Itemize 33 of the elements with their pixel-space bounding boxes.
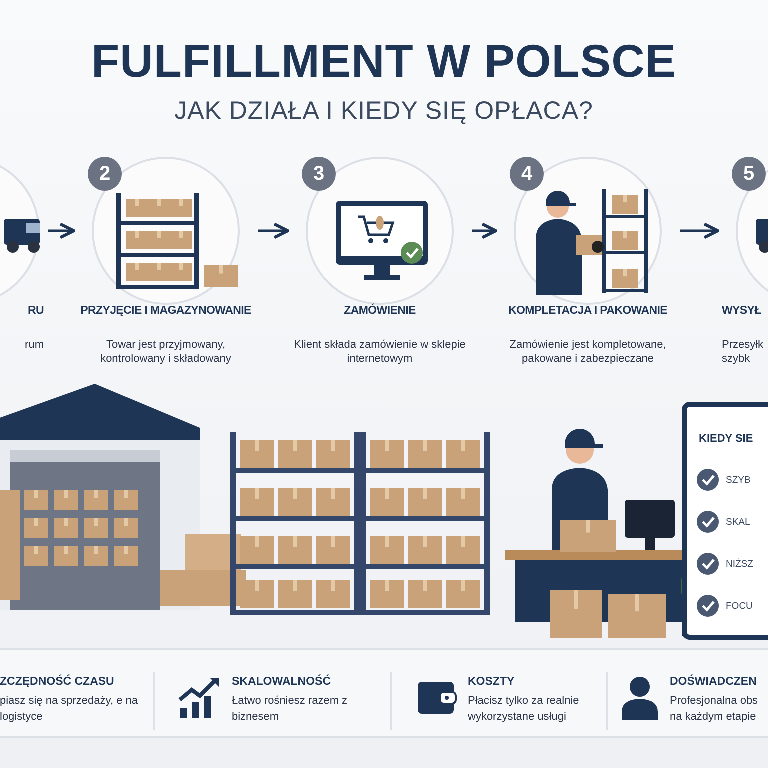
arrow: [48, 222, 76, 240]
arrow: [680, 222, 720, 240]
checklist-item: NIŻSZ: [726, 558, 754, 570]
step-title: RU: [26, 305, 44, 319]
clipboard-heading: KIEDY SIE: [699, 433, 754, 445]
step-title: KOMPLETACJA I PAKOWANIE: [507, 305, 668, 319]
benefit-title: ZCZĘDNOŚĆ CZASU: [0, 676, 116, 688]
step-description: Klient składa zamówienie w sklepie internetowym: [293, 338, 467, 367]
step-description: rum: [24, 338, 44, 352]
checklist-item: FOCU: [726, 600, 753, 612]
step-number: 2: [88, 157, 122, 191]
step-title: PRZYJĘCIE I MAGAZYNOWANIE: [80, 305, 252, 319]
step-description: Towar jest przyjmowany, kontrolowany i składowany: [100, 338, 232, 367]
step-number: 4: [510, 157, 544, 191]
benefit-title: SKALOWALNOŚĆ: [232, 676, 332, 688]
checklist-item: SKAL: [726, 516, 750, 528]
benefit-description: Łatwo rośniesz razem z biznesem: [232, 694, 349, 725]
benefit-title: KOSZTY: [468, 676, 516, 688]
arrow: [472, 222, 498, 240]
benefit-title: DOŚWIADCZEN: [670, 676, 758, 688]
step-number: 5: [732, 157, 766, 191]
benefit-description: piasz się na sprzedaży, e na logistyce: [0, 694, 139, 725]
arrow: [258, 222, 290, 240]
title: FULFILLMENT W POLSCE: [90, 34, 678, 88]
benefit-description: Profesjonalna obs na każdym etapie: [670, 694, 760, 725]
benefit-description: Płacisz tylko za realnie wykorzystane usługi: [468, 694, 580, 725]
checklist-item: SZYB: [726, 474, 751, 486]
step-title: ZAMÓWIENIE: [343, 305, 417, 319]
step-description: Zamówienie jest kompletowane, pakowane i zabezpieczane: [508, 338, 668, 367]
subtitle: JAK DZIAŁA I KIEDY SIĘ OPŁACA?: [174, 97, 594, 126]
step-title: WYSYŁ: [722, 305, 762, 319]
step-number: 3: [302, 157, 336, 191]
step-description: Przesyłk szybk: [722, 338, 765, 367]
